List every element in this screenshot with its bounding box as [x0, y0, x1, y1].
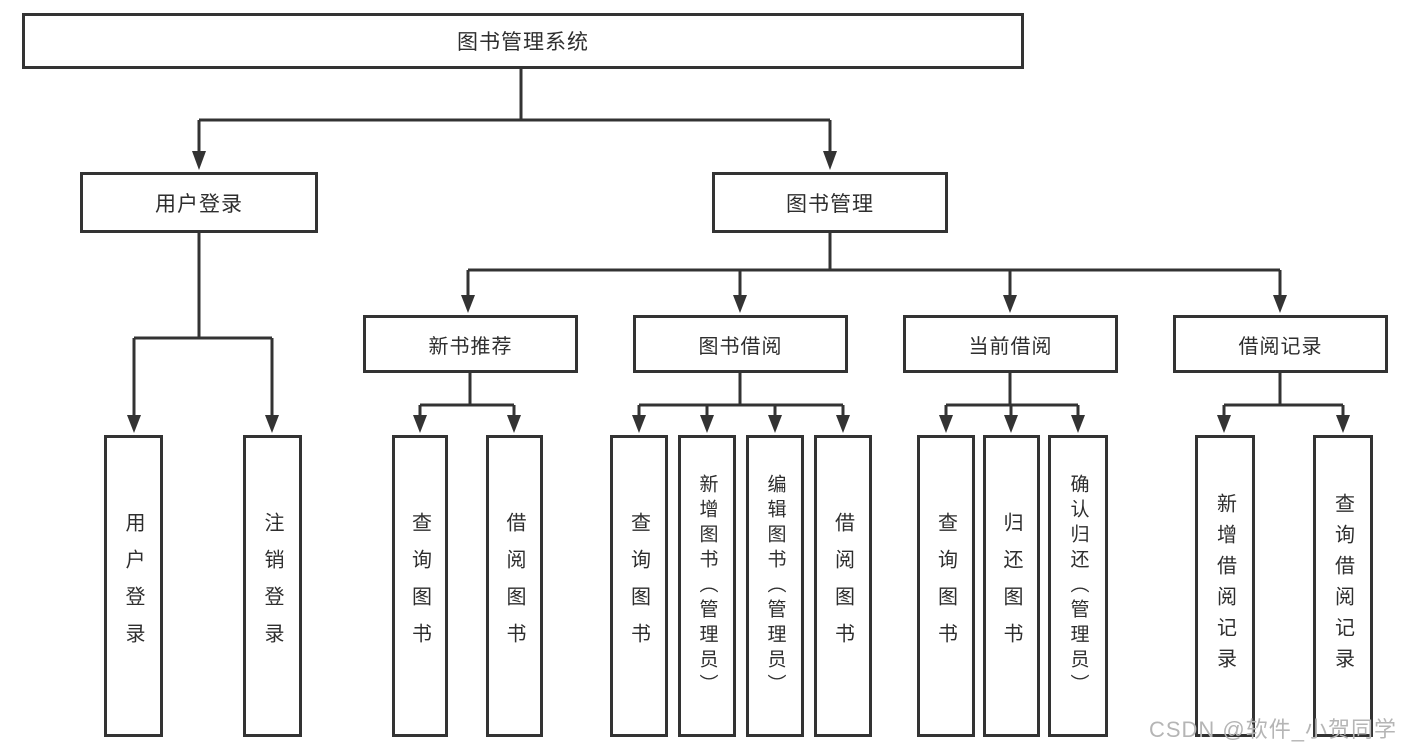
- leaf-query-books-3-label: 查询图书: [934, 512, 957, 660]
- leaf-add-borrow-record-label: 新增借阅记录: [1213, 493, 1236, 679]
- leaf-logout: 注销登录: [243, 435, 302, 737]
- leaf-return-books: 归还图书: [983, 435, 1040, 737]
- leaf-borrow-books-2-label: 借阅图书: [831, 512, 854, 660]
- node-book-borrow: 图书借阅: [633, 315, 848, 373]
- leaf-add-borrow-record: 新增借阅记录: [1195, 435, 1255, 737]
- node-user-login-label: 用户登录: [155, 192, 243, 216]
- node-book-management-label: 图书管理: [786, 192, 874, 216]
- leaf-confirm-return-admin: 确认归还（管理员）: [1048, 435, 1108, 737]
- node-root-label: 图书管理系统: [457, 31, 589, 54]
- leaf-query-books-1-label: 查询图书: [408, 512, 431, 660]
- node-user-login: 用户登录: [80, 172, 318, 233]
- leaf-confirm-return-admin-label: 确认归还（管理员）: [1067, 473, 1089, 699]
- leaf-user-login-label: 用户登录: [122, 512, 144, 660]
- leaf-query-books-2: 查询图书: [610, 435, 668, 737]
- leaf-user-login: 用户登录: [104, 435, 163, 737]
- leaf-query-books-1: 查询图书: [392, 435, 448, 737]
- node-book-management: 图书管理: [712, 172, 948, 233]
- node-borrow-records-label: 借阅记录: [1238, 335, 1323, 358]
- leaf-query-books-3: 查询图书: [917, 435, 975, 737]
- node-book-borrow-label: 图书借阅: [698, 335, 783, 358]
- node-root: 图书管理系统: [22, 13, 1024, 69]
- leaf-borrow-books-2: 借阅图书: [814, 435, 872, 737]
- leaf-add-books-admin-label: 新增图书（管理员）: [696, 473, 718, 699]
- leaf-query-borrow-record-label: 查询借阅记录: [1331, 493, 1354, 679]
- node-current-borrow-label: 当前借阅: [968, 335, 1053, 358]
- leaf-borrow-books-1: 借阅图书: [486, 435, 543, 737]
- leaf-borrow-books-1-label: 借阅图书: [503, 512, 525, 660]
- leaf-add-books-admin: 新增图书（管理员）: [678, 435, 736, 737]
- node-new-book-recommend-label: 新书推荐: [428, 335, 513, 358]
- leaf-edit-books-admin-label: 编辑图书（管理员）: [764, 473, 786, 699]
- node-current-borrow: 当前借阅: [903, 315, 1118, 373]
- node-borrow-records: 借阅记录: [1173, 315, 1388, 373]
- leaf-logout-label: 注销登录: [261, 512, 283, 660]
- leaf-edit-books-admin: 编辑图书（管理员）: [746, 435, 804, 737]
- watermark: CSDN @软件_小贺同学: [1148, 717, 1397, 742]
- leaf-query-borrow-record: 查询借阅记录: [1313, 435, 1373, 737]
- leaf-return-books-label: 归还图书: [1000, 512, 1022, 660]
- leaf-query-books-2-label: 查询图书: [627, 512, 650, 660]
- node-new-book-recommend: 新书推荐: [363, 315, 578, 373]
